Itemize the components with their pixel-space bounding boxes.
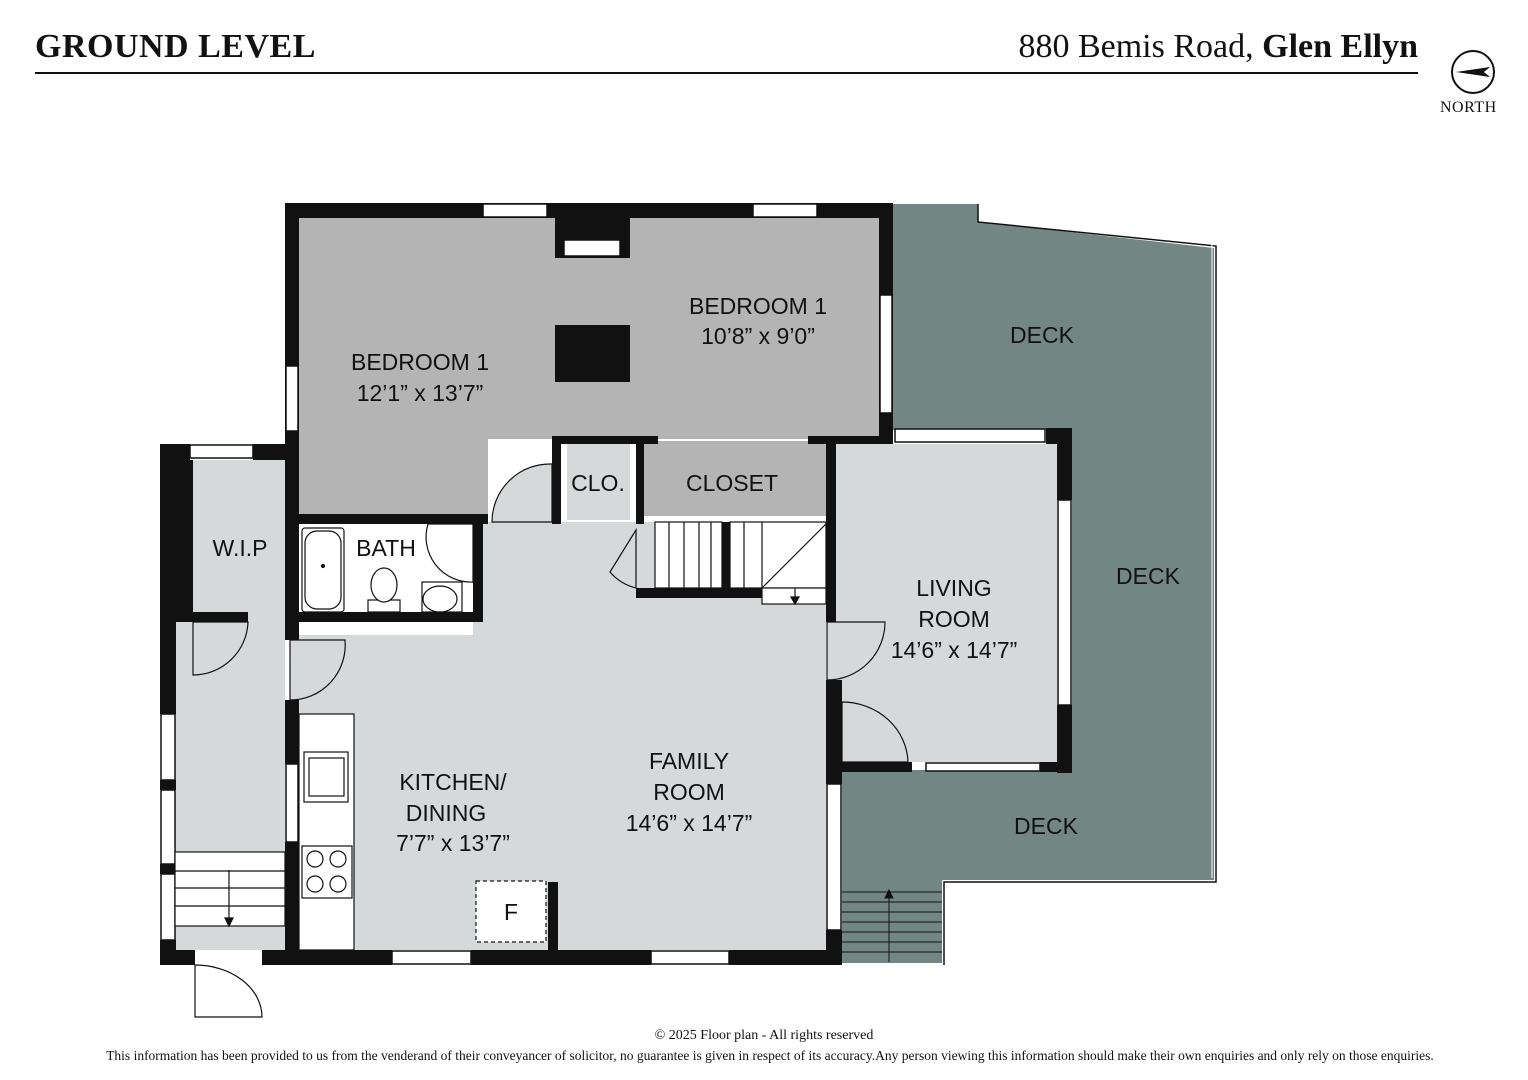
deck-top-label: DECK	[1010, 322, 1075, 348]
bedroom-right-name: BEDROOM 1	[689, 293, 827, 319]
fridge-label: F	[504, 899, 518, 925]
property-address: 880 Bemis Road, Glen Ellyn	[1018, 28, 1418, 66]
windows	[160, 203, 1072, 965]
fixtures	[298, 527, 547, 951]
deck-bottom-label: DECK	[1014, 813, 1079, 839]
clo-label: CLO.	[571, 470, 625, 496]
room-labels: BEDROOM 1 12’1” x 13’7” BEDROOM 1 10’8” …	[213, 293, 1181, 925]
family-name-2: ROOM	[653, 779, 725, 805]
kitchen-dims: 7’7” x 13’7”	[396, 830, 510, 856]
deck-side-label: DECK	[1116, 563, 1181, 589]
copyright-note: © 2025 Floor plan - All rights reserved	[654, 1028, 874, 1043]
level-title: GROUND LEVEL	[35, 28, 316, 65]
family-name-1: FAMILY	[649, 748, 729, 774]
doors	[192, 463, 909, 1018]
bedroom-right-dims: 10’8” x 9’0”	[701, 323, 815, 349]
living-dims: 14’6” x 14’7”	[891, 637, 1018, 663]
stairs	[174, 521, 942, 962]
bedroom-left-name: BEDROOM 1	[351, 349, 489, 375]
family-dims: 14’6” x 14’7”	[626, 810, 753, 836]
bedroom-left-dims: 12’1” x 13’7”	[357, 380, 484, 406]
header-divider	[35, 72, 1418, 74]
kitchen-name-2: DINING	[406, 800, 487, 826]
closet-label: CLOSET	[686, 470, 778, 496]
disclaimer-note: This information has been provided to us…	[106, 1048, 1434, 1063]
floor-fills	[175, 218, 1057, 950]
compass-icon	[1451, 50, 1495, 94]
living-name-1: LIVING	[916, 575, 991, 601]
north-label: NORTH	[1440, 99, 1497, 116]
address-city: Glen Ellyn	[1262, 28, 1418, 65]
address-street: 880 Bemis Road,	[1018, 28, 1254, 65]
bath-label: BATH	[356, 535, 416, 561]
deck-area	[842, 204, 1217, 965]
living-name-2: ROOM	[918, 606, 990, 632]
wip-label: W.I.P	[213, 535, 268, 561]
kitchen-name-1: KITCHEN/	[399, 769, 507, 795]
